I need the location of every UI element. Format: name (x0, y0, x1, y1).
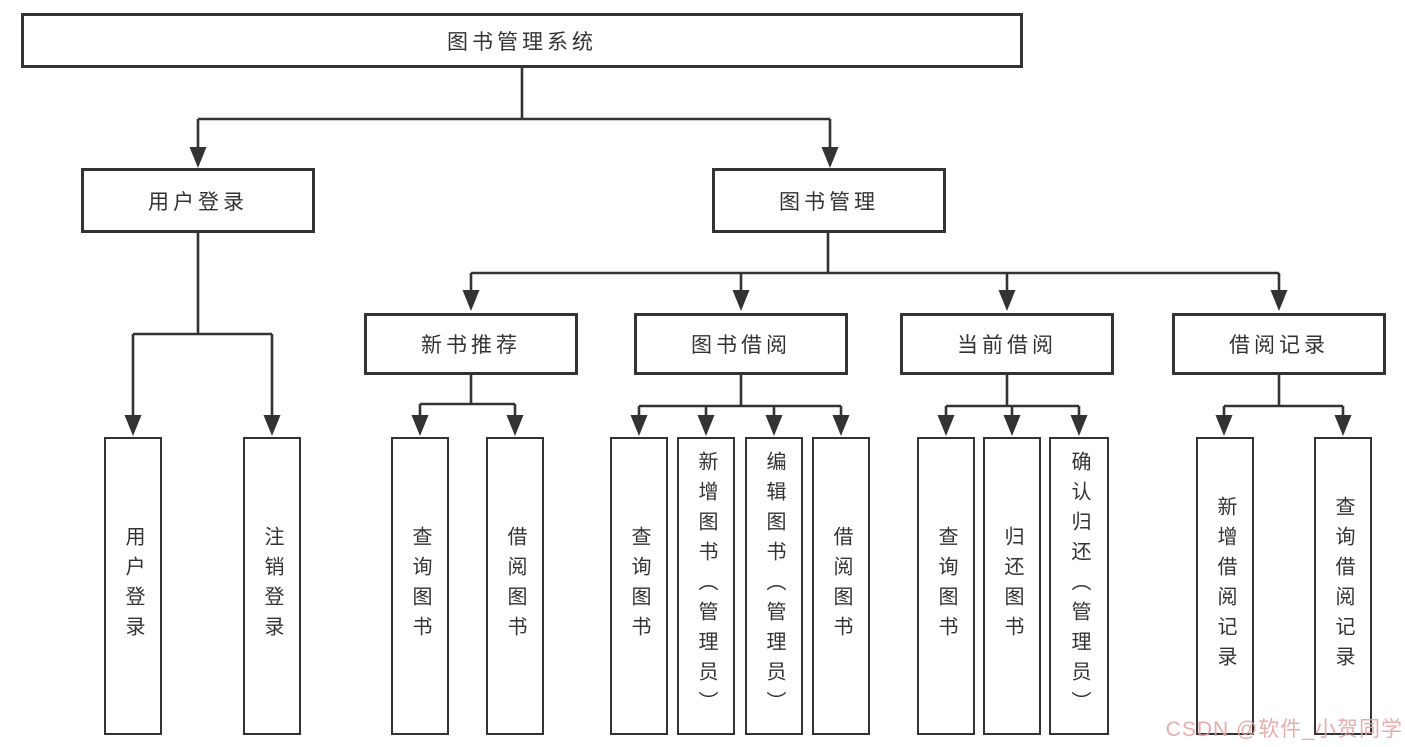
leaf-query-books-current: 查询图书 (917, 437, 975, 735)
node-user-login-branch: 用户登录 (81, 168, 315, 233)
leaf-add-books-admin: 新增图书（管理员） (677, 437, 735, 735)
leaf-borrow-books: 借阅图书 (812, 437, 870, 735)
node-label: 查询借阅记录 (1332, 496, 1354, 676)
node-new-book-recommend: 新书推荐 (364, 313, 578, 375)
node-label: 图书管理 (779, 190, 879, 214)
node-label: 归还图书 (1001, 526, 1023, 646)
leaf-borrow-books-recommend: 借阅图书 (486, 437, 544, 735)
leaf-edit-books-admin: 编辑图书（管理员） (745, 437, 803, 735)
node-current-borrow: 当前借阅 (900, 313, 1114, 375)
node-label: 当前借阅 (957, 334, 1057, 357)
node-label: 查询图书 (409, 526, 431, 646)
leaf-add-borrow-record: 新增借阅记录 (1196, 437, 1254, 735)
node-label: 新增图书（管理员） (695, 451, 717, 721)
node-label: 图书借阅 (691, 334, 791, 357)
node-book-management-branch: 图书管理 (712, 168, 946, 233)
node-label: 查询图书 (628, 526, 650, 646)
node-label: 查询图书 (935, 526, 957, 646)
node-label: 借阅图书 (830, 526, 852, 646)
leaf-query-borrow-record: 查询借阅记录 (1314, 437, 1372, 735)
node-label: 确认归还（管理员） (1068, 451, 1090, 721)
leaf-confirm-return-admin: 确认归还（管理员） (1049, 437, 1109, 735)
csdn-watermark: CSDN @软件_小贺同学 (1165, 718, 1403, 741)
leaf-user-login: 用户登录 (104, 437, 162, 735)
node-label: 新书推荐 (421, 334, 521, 357)
node-label: 借阅记录 (1229, 334, 1329, 357)
leaf-return-books: 归还图书 (983, 437, 1041, 735)
node-book-borrow: 图书借阅 (634, 313, 848, 375)
node-label: 注销登录 (261, 526, 283, 646)
node-label: 新增借阅记录 (1214, 496, 1236, 676)
leaf-logout: 注销登录 (243, 437, 301, 735)
node-label: 用户登录 (148, 190, 248, 214)
node-borrow-records: 借阅记录 (1172, 313, 1386, 375)
node-library-management-system: 图书管理系统 (21, 13, 1023, 68)
node-label: 图书管理系统 (447, 30, 597, 54)
node-label: 借阅图书 (504, 526, 526, 646)
node-label: 编辑图书（管理员） (763, 451, 785, 721)
leaf-query-books-recommend: 查询图书 (391, 437, 449, 735)
leaf-query-books-borrow: 查询图书 (610, 437, 668, 735)
node-label: 用户登录 (122, 526, 144, 646)
